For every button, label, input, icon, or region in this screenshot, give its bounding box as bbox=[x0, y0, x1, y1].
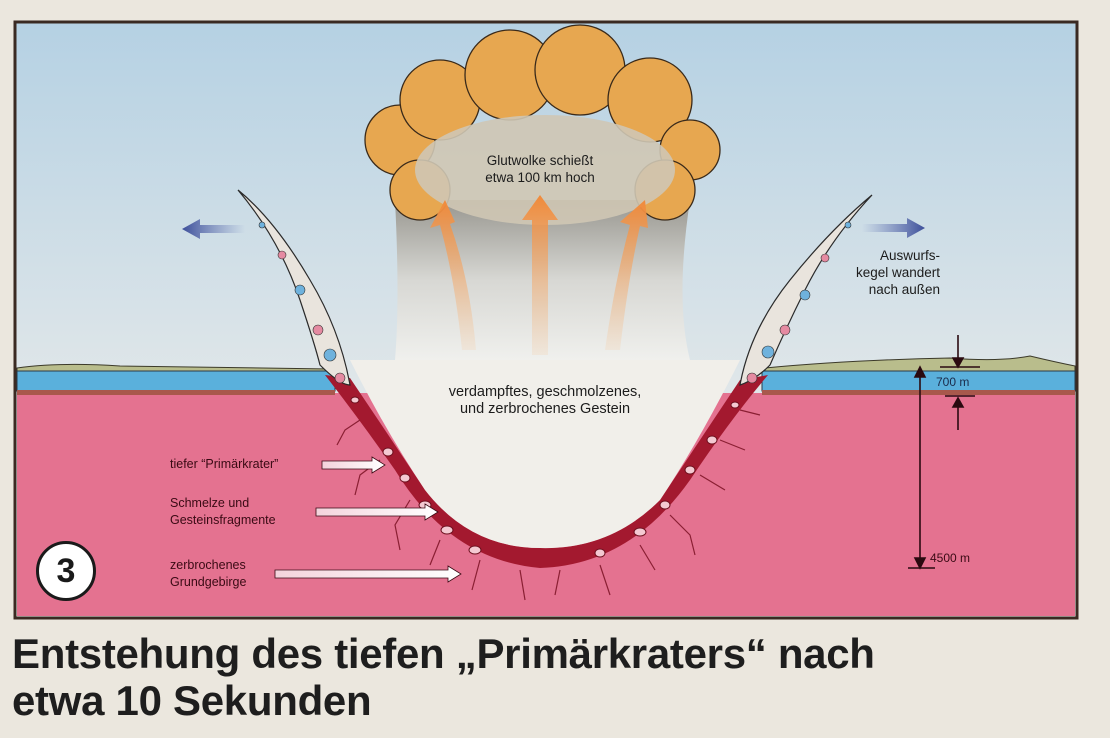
upward-flow-arrows bbox=[430, 195, 648, 355]
crater-cavity bbox=[350, 360, 740, 549]
ejecta-fragments bbox=[258, 221, 852, 384]
title-line: Entstehung des tiefen „Primärkraters“ na… bbox=[12, 630, 875, 677]
ejecta-label: Auswurfs- kegel wandert nach außen bbox=[830, 247, 940, 298]
vapor-label-line: verdampftes, geschmolzenes, bbox=[448, 384, 642, 400]
melt-label-line: Schmelze und bbox=[170, 496, 250, 510]
page-title: Entstehung des tiefen „Primärkraters“ na… bbox=[12, 630, 875, 724]
primary-crater-label: tiefer “Primärkrater” bbox=[170, 457, 279, 471]
sediment-layer-left bbox=[16, 370, 336, 392]
glow-cloud bbox=[364, 24, 721, 221]
outward-arrow-left bbox=[182, 219, 245, 239]
outward-arrow-right bbox=[862, 218, 925, 238]
basement-label-line: zerbrochenes bbox=[170, 558, 246, 572]
vapor-label: verdampftes, geschmolzenes, und zerbroch… bbox=[400, 384, 690, 418]
ejecta-label-line: kegel wandert bbox=[855, 265, 940, 280]
cloud-label-line: Glutwolke schießt bbox=[486, 153, 594, 168]
label-pointers bbox=[274, 456, 462, 583]
step-number-badge: 3 bbox=[36, 541, 96, 601]
depth-markers bbox=[908, 335, 980, 570]
title-line: etwa 10 Sekunden bbox=[12, 677, 372, 724]
basement-label-line: Grundgebirge bbox=[170, 575, 247, 589]
vapor-label-line: und zerbrochenes Gestein bbox=[459, 401, 631, 417]
melt-label-line: Gesteinsfragmente bbox=[170, 513, 276, 527]
melt-lining bbox=[325, 375, 768, 568]
sediment-depth-label: 700 m bbox=[936, 375, 970, 389]
cloud-label: Glutwolke schießt etwa 100 km hoch bbox=[455, 152, 625, 186]
crater-depth-label: 4500 m bbox=[930, 551, 971, 565]
cloud-label-line: etwa 100 km hoch bbox=[485, 170, 595, 185]
crater-diagram bbox=[13, 20, 1079, 620]
rock-fragments bbox=[350, 396, 740, 558]
ejecta-label-line: Auswurfs- bbox=[879, 248, 940, 263]
basement-label: zerbrochenes Grundgebirge bbox=[170, 557, 246, 591]
melt-label: Schmelze und Gesteinsfragmente bbox=[170, 495, 276, 529]
fracture-lines bbox=[336, 409, 761, 601]
ejecta-label-line: nach außen bbox=[868, 282, 940, 297]
